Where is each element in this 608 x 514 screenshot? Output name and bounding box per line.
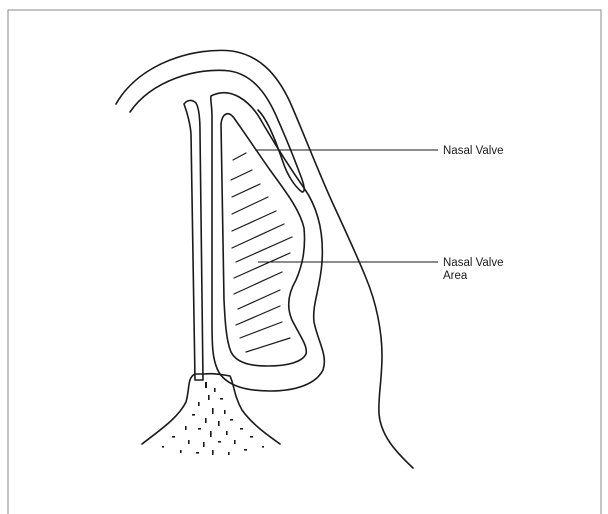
nasal-valve-area-label-line1: Nasal Valve bbox=[443, 257, 504, 270]
nasal-valve-area-hatching bbox=[231, 153, 292, 352]
nasal-valve-label: Nasal Valve bbox=[443, 145, 504, 158]
lateral-wall-outer bbox=[211, 93, 325, 391]
septum bbox=[184, 100, 203, 380]
nasal-valve-area-contour bbox=[221, 114, 306, 366]
nasal-valve-area-label-line2: Area bbox=[443, 270, 504, 283]
outer-nose-contour bbox=[116, 50, 413, 468]
nasal-valve-area-label: Nasal Valve Area bbox=[443, 257, 504, 283]
upper-lateral-cartilage-arc bbox=[130, 70, 304, 192]
